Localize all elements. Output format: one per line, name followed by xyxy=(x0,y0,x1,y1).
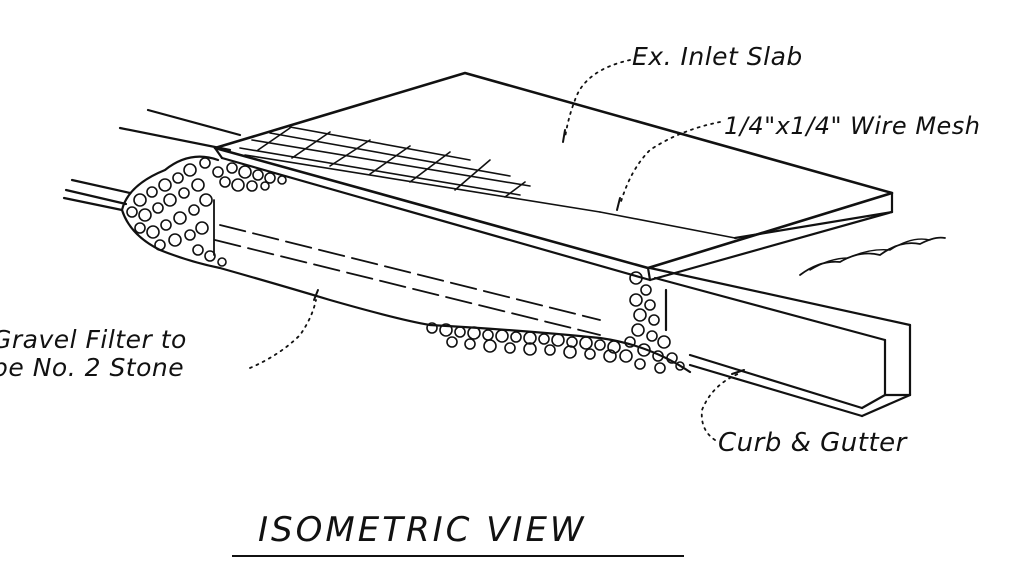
title-underline xyxy=(232,555,684,557)
label-gravel-line2: be No. 2 Stone xyxy=(0,353,185,382)
view-title: ISOMETRIC VIEW xyxy=(258,510,587,550)
curb-rails-left xyxy=(62,108,242,212)
gravel-filter xyxy=(120,155,692,374)
label-gravel-line1: Gravel Filter to xyxy=(0,325,187,354)
wire-mesh xyxy=(239,126,736,239)
curb-and-gutter xyxy=(648,210,946,418)
label-gravel-filter: Gravel Filter to be No. 2 Stone xyxy=(0,326,187,382)
leader-lines xyxy=(249,59,739,441)
gravel-stones xyxy=(126,157,685,374)
inlet-slab xyxy=(213,71,894,282)
label-wire-mesh: 1/4"x1/4" Wire Mesh xyxy=(724,112,981,140)
label-inlet-slab: Ex. Inlet Slab xyxy=(632,42,803,71)
leader-arrowheads xyxy=(313,129,745,375)
label-curb-gutter: Curb & Gutter xyxy=(718,428,907,458)
